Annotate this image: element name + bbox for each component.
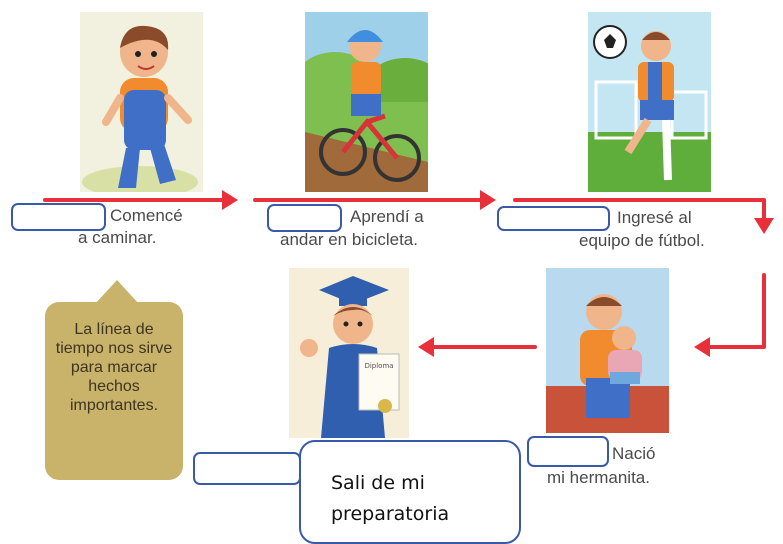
arrow-3 (513, 198, 766, 224)
event-3-line-2: equipo de fútbol. (579, 231, 705, 250)
event-4-line-2: mi hermanita. (547, 468, 650, 487)
arrow-4 (706, 273, 766, 349)
arrowhead-4 (694, 337, 710, 357)
answer-bubble[interactable]: Sali de mi preparatoria (299, 440, 521, 544)
graduation-illustration: Diploma (289, 268, 409, 438)
date-input-box-2[interactable] (267, 204, 342, 232)
date-input-box-1[interactable] (11, 203, 106, 231)
baby-sister-illustration (546, 268, 669, 433)
event-3-line-1: Ingresé al (617, 208, 692, 227)
event-1-line-1: Comencé (110, 206, 183, 225)
toddler-walking-illustration (80, 12, 203, 192)
event-2-line-2: andar en bicicleta. (280, 230, 418, 249)
answer-line-2: preparatoria (331, 503, 450, 525)
answer-line-1: Sali de mi (331, 472, 425, 494)
soccer-illustration (588, 12, 711, 192)
event-1-line-2: a caminar. (78, 228, 157, 247)
arrowhead-2 (480, 190, 496, 210)
event-2-line-1: Aprendí a (350, 207, 424, 226)
timeline-note: La línea de tiempo nos sirve para marcar… (45, 302, 183, 480)
diploma-label: Diploma (364, 362, 393, 370)
arrowhead-3 (754, 218, 774, 234)
event-4-line-1: Nació (612, 444, 656, 463)
arrowhead-5 (418, 337, 434, 357)
arrowhead-1 (222, 190, 238, 210)
date-input-box-4[interactable] (527, 436, 609, 467)
date-input-box-5[interactable] (193, 452, 301, 485)
bicycle-illustration (305, 12, 428, 192)
note-pointer (95, 280, 139, 304)
date-input-box-3[interactable] (497, 206, 610, 231)
